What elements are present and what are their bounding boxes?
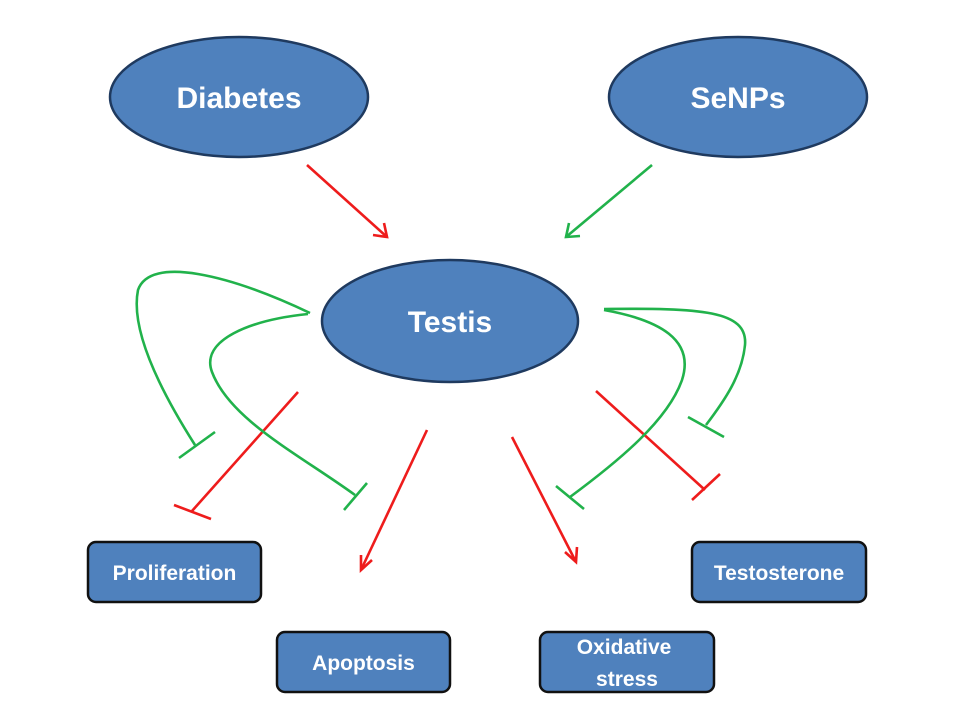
arrow-testis-to-oxidative-stress: [510, 436, 579, 565]
node-testosterone: Testosterone: [690, 540, 868, 604]
inhibit-green-apoptosis: [209, 312, 368, 511]
inhibit-green-proliferation: [135, 270, 311, 460]
inhibit-green-oxidative-stress: [555, 308, 686, 511]
oxidative-stress-line-2: stress: [596, 668, 658, 691]
node-diabetes-label: Diabetes: [176, 82, 301, 115]
arrow-testis-to-apoptosis: [359, 429, 429, 573]
node-testis: Testis: [320, 258, 580, 384]
node-senps: SeNPs: [607, 35, 869, 159]
oxidative-stress-line-1: Oxidative: [577, 636, 672, 659]
node-diabetes: Diabetes: [108, 35, 370, 159]
node-testis-label: Testis: [408, 306, 492, 339]
arrow-senps-to-testis: [564, 164, 653, 239]
node-senps-label: SeNPs: [690, 82, 785, 115]
node-testosterone-label: Testosterone: [714, 562, 844, 585]
inhibit-red-testosterone: [595, 390, 721, 501]
node-apoptosis: Apoptosis: [275, 630, 452, 694]
node-oxidative-stress-label: Oxidative stress: [577, 636, 677, 691]
node-proliferation-label: Proliferation: [113, 562, 237, 585]
inhibit-red-proliferation: [173, 391, 299, 521]
node-oxidative-stress: Oxidative stress: [538, 630, 716, 694]
inhibit-green-testosterone: [603, 307, 747, 439]
node-apoptosis-label: Apoptosis: [312, 652, 415, 675]
arrow-diabetes-to-testis: [306, 164, 389, 239]
node-proliferation: Proliferation: [86, 540, 263, 604]
